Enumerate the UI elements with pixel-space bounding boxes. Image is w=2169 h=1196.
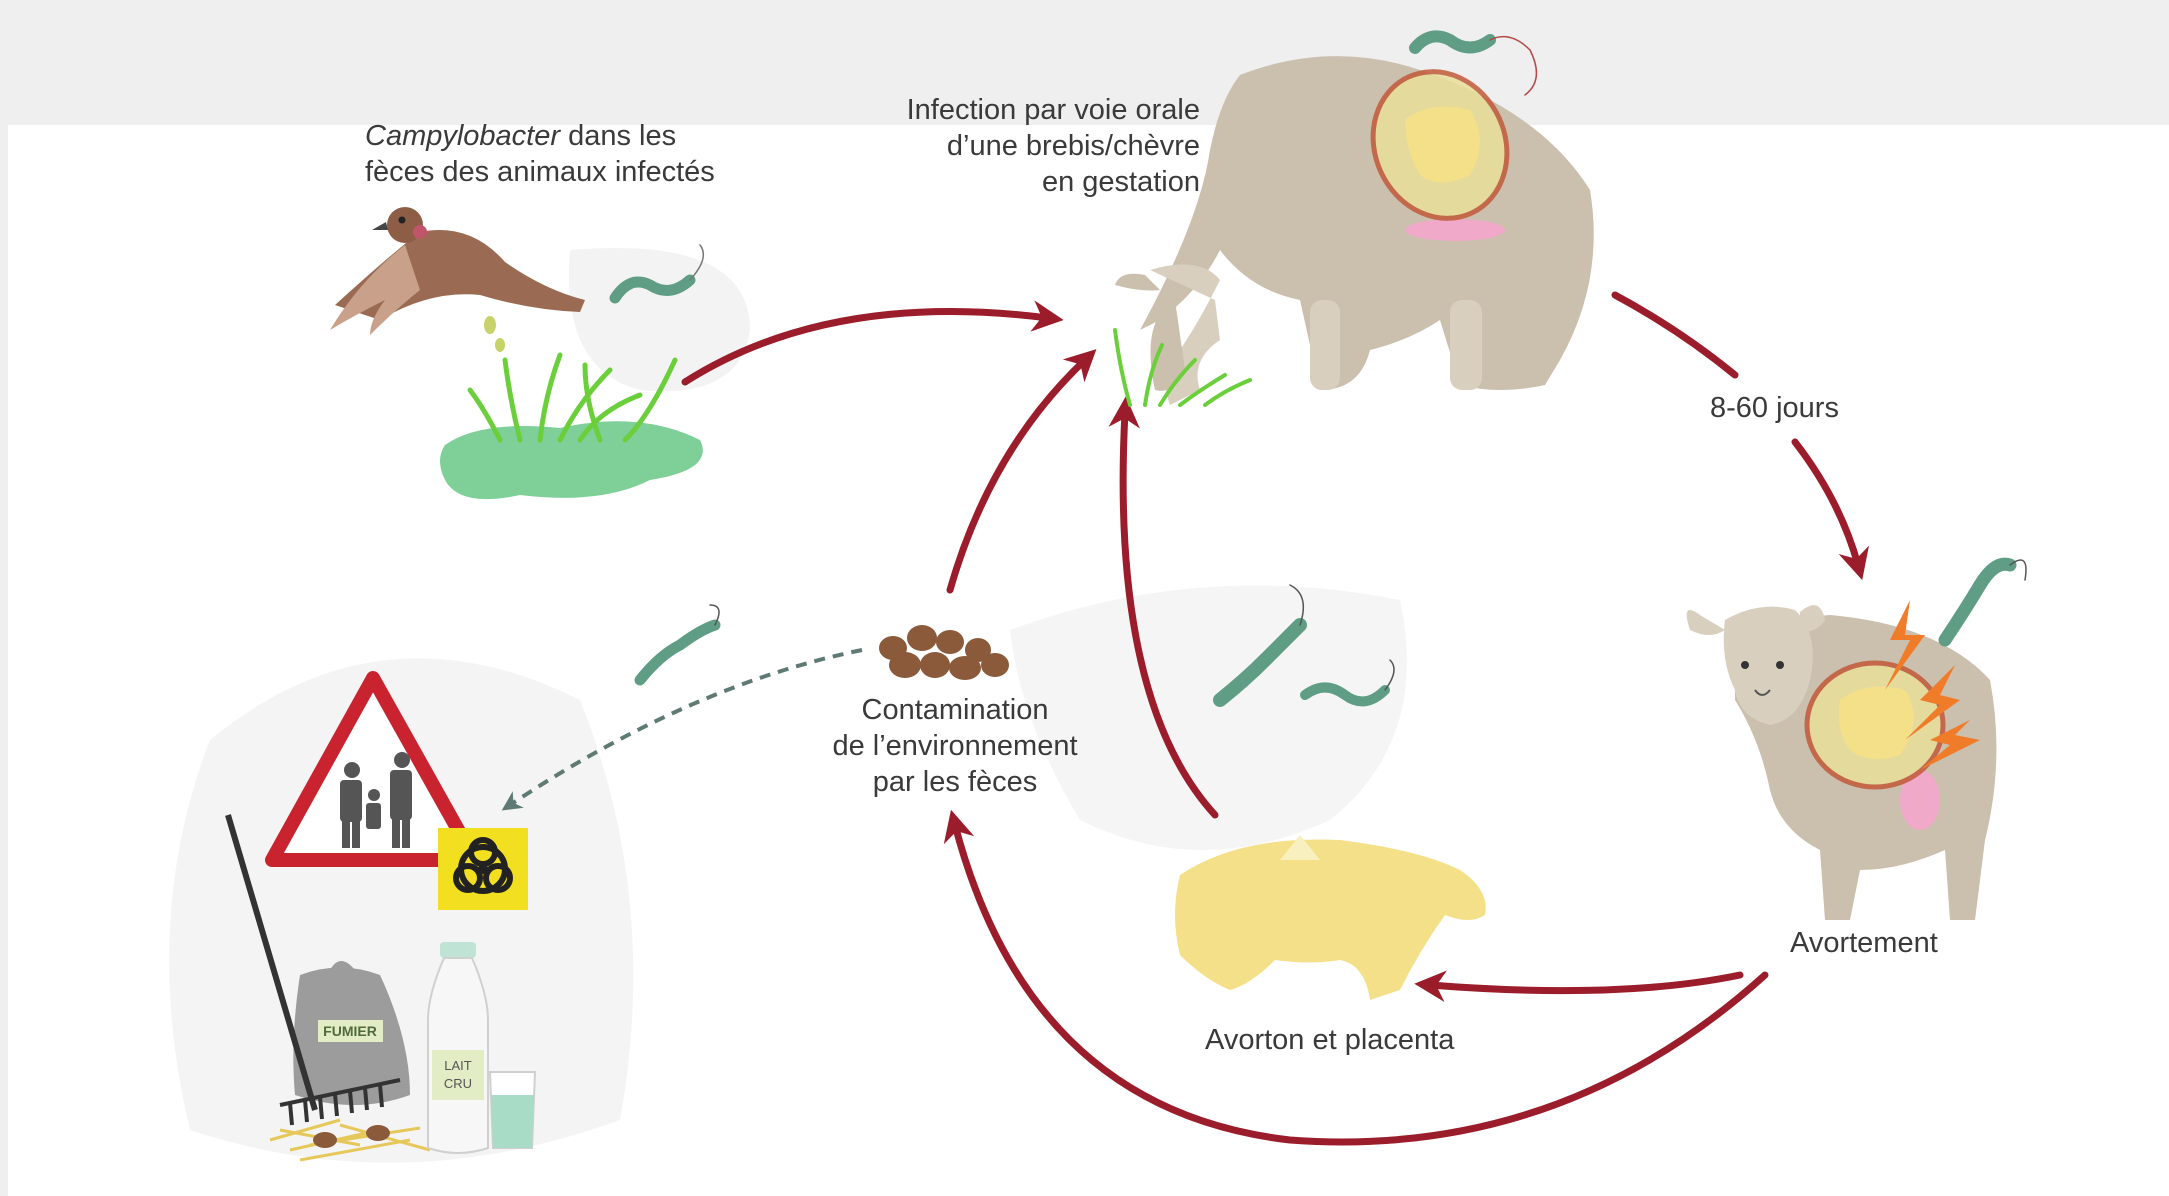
manure-tag: FUMIER [323,1023,377,1039]
bacterium-icon [640,605,719,680]
droplet-icon [484,316,505,352]
milk-bottle-icon: LAIT CRU [428,942,488,1153]
label-contamination: Contamination de l’environnement par les… [810,692,1100,800]
label-contamination-line3: par les fèces [810,764,1100,800]
arrow-feces-to-sheep [950,360,1085,590]
arrow-abortion-to-fetus [1430,975,1740,991]
label-campylobacter-rest: dans les [560,120,676,152]
label-abortion: Avortement [1790,925,1938,961]
bacterium-icon [1945,560,2026,640]
label-campylobacter: Campylobacter dans les fèces des animaux… [365,118,715,190]
bacteria-bubble [569,248,750,391]
label-campylobacter-line2: fèces des animaux infectés [365,154,715,190]
label-campylobacter-italic: Campylobacter [365,120,560,152]
biohazard-icon [438,828,528,910]
bird-icon [330,207,585,335]
arrow-sheep-to-duration [1615,295,1735,375]
fetus-icon [1175,839,1486,1000]
arrow-duration-to-abortion [1795,442,1858,565]
label-infection-line1: Infection par voie orale [870,92,1200,128]
label-contamination-line2: de l’environnement [810,728,1100,764]
label-infection-line2: d’une brebis/chèvre [870,128,1200,164]
feces-icon [879,625,1009,680]
label-aborted-fetus: Avorton et placenta [1205,1022,1454,1058]
label-infection-line3: en gestation [870,164,1200,200]
label-duration: 8-60 jours [1710,390,1839,426]
milk-tag-line2: CRU [444,1076,472,1091]
milk-tag-line1: LAIT [444,1058,472,1073]
label-campylobacter-line1: Campylobacter dans les [365,118,715,154]
glass-icon [490,1072,535,1148]
label-infection: Infection par voie orale d’une brebis/ch… [870,92,1200,200]
left-edge-band [0,125,8,1196]
puddle-icon [440,421,703,499]
fetus-icon [1839,687,1914,759]
label-contamination-line1: Contamination [810,692,1100,728]
